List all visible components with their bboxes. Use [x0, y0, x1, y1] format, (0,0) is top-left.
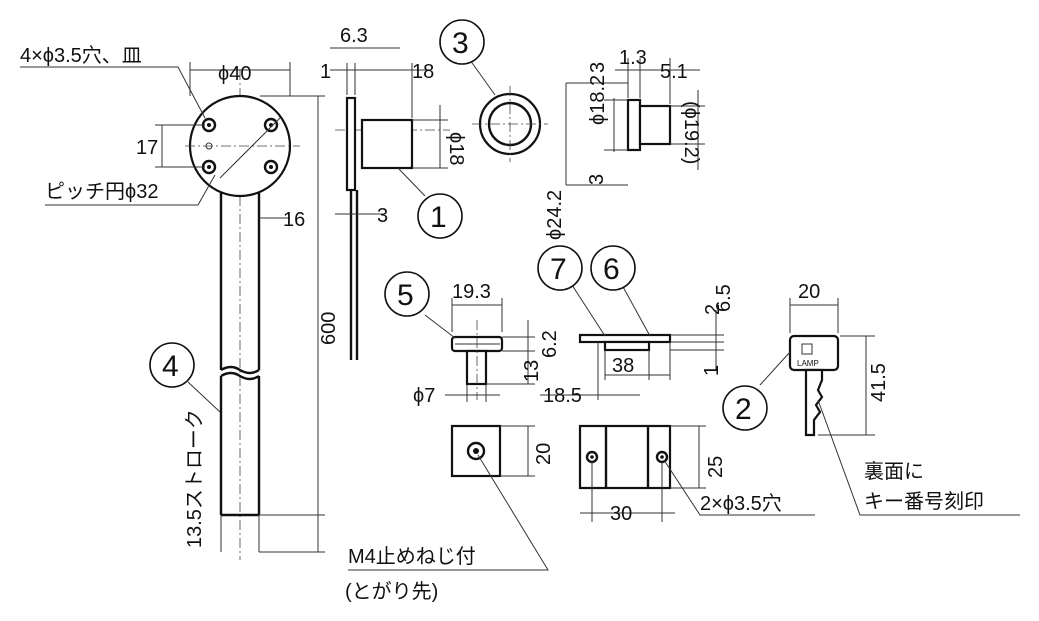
dim-18: 18	[412, 61, 434, 83]
part-3-ring	[469, 59, 548, 162]
key-note-1: 裏面に	[864, 460, 924, 483]
dim-16: 16	[283, 209, 305, 231]
part-3-section: ϕ18.2 ϕ24.2 3 3 1.3 5.1 (ϕ19.2)	[544, 47, 705, 240]
dim-600: 600	[318, 312, 340, 345]
part-5-top-view: 20 M4止めねじ付 (とがり先)	[345, 424, 555, 603]
label-pitch: ピッチ円ϕ32	[45, 181, 158, 203]
dim-38: 38	[612, 355, 634, 377]
dim-6-2: 6.2	[539, 330, 561, 358]
callout-3: 3	[439, 19, 485, 65]
svg-text:5: 5	[397, 279, 414, 312]
key-brand: LAMP	[797, 359, 819, 368]
callout-7: 7	[537, 245, 583, 291]
dim-1: 1	[320, 61, 331, 83]
label-holes-top: 4×ϕ3.5穴、皿	[20, 44, 142, 67]
dim-dia24-2: ϕ24.2	[544, 190, 566, 240]
dim-dia18: ϕ18	[445, 132, 467, 165]
part-5-knob: 19.3 6.2 13 ϕ7	[413, 281, 561, 407]
dim-3: 3	[377, 205, 388, 227]
label-m4: M4止めねじ付	[348, 545, 476, 568]
dim-dia18-2: ϕ18.2	[587, 75, 609, 125]
dim-3-top: 3	[587, 62, 609, 73]
part-6-7-strike: 38 18.5 2 6.5 1	[540, 284, 735, 407]
callout-2: 2	[722, 385, 768, 431]
dim-41-5: 41.5	[868, 363, 890, 402]
key-note-2: キー番号刻印	[864, 490, 984, 513]
dim-5-1: 5.1	[660, 61, 688, 83]
dim-dia19-2: (ϕ19.2)	[680, 101, 702, 164]
dim-17: 17	[136, 137, 158, 159]
dim-dia40: ϕ40	[218, 63, 251, 85]
part-1-side-view: 6.3 1 18 ϕ18 3	[320, 25, 467, 360]
dim-20-knob: 20	[533, 443, 555, 465]
part-2-key: LAMP 20 41.5 裏面に キー番号刻印	[759, 281, 1020, 516]
svg-text:7: 7	[550, 253, 567, 286]
label-tip: (とがり先)	[345, 580, 438, 603]
dim-19-3: 19.3	[452, 281, 491, 303]
dim-stroke: 13.5ストローク	[183, 409, 206, 548]
dim-20-key: 20	[798, 281, 820, 303]
dim-18-5: 18.5	[543, 385, 582, 407]
part-6-top-view: 25 30 2×ϕ3.5穴	[578, 424, 815, 525]
svg-text:2: 2	[735, 393, 752, 426]
callout-6: 6	[590, 245, 636, 291]
dim-dia7: ϕ7	[413, 385, 435, 407]
svg-text:6: 6	[603, 253, 620, 286]
callout-5: 5	[384, 271, 430, 317]
dim-1-3: 1.3	[619, 47, 647, 69]
dim-25: 25	[705, 456, 727, 478]
callout-4: 4	[149, 342, 221, 413]
callout-1: 1	[417, 193, 463, 239]
dim-3-bottom: 3	[586, 174, 608, 185]
dim-6-5: 6.5	[713, 284, 735, 312]
dim-30: 30	[610, 503, 632, 525]
part-4-rod-assembly: ϕ40 17 4×ϕ3.5穴、皿 ピッチ円ϕ32 16 600 13.5ストロー…	[20, 44, 340, 560]
dim-13: 13	[521, 360, 543, 382]
dim-2: 2	[702, 304, 724, 315]
label-holes-bottom: 2×ϕ3.5穴	[700, 492, 782, 515]
svg-text:4: 4	[162, 350, 179, 383]
svg-text:3: 3	[452, 27, 469, 60]
dim-1-strike: 1	[701, 365, 723, 376]
svg-text:1: 1	[430, 201, 447, 234]
dim-6-3: 6.3	[340, 25, 368, 47]
